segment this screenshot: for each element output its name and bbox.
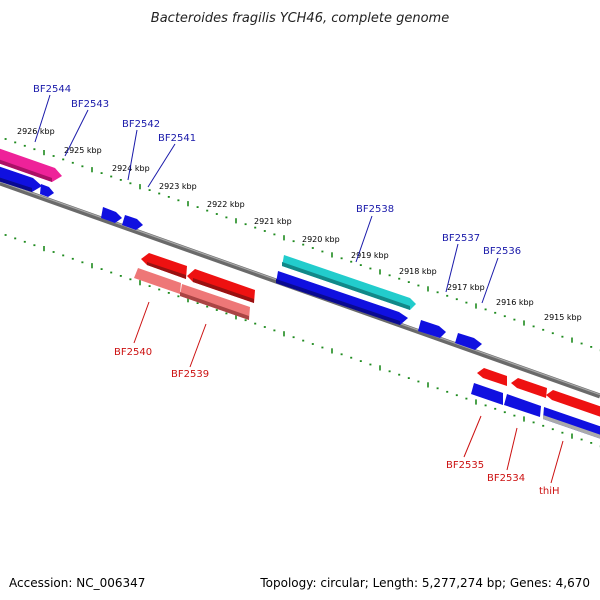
lower-tick-track	[4, 234, 600, 448]
leader-thih	[550, 440, 564, 484]
label-bf2539[interactable]: BF2539	[171, 369, 209, 380]
leader-bf2538	[355, 215, 373, 263]
scale-label-2926: 2926 kbp	[17, 127, 55, 136]
label-bf2544[interactable]: BF2544	[33, 84, 71, 95]
gene-bf2541a[interactable]	[101, 207, 122, 223]
scale-label-2924: 2924 kbp	[112, 164, 150, 173]
leader-bf2540	[133, 301, 150, 344]
label-bf2537[interactable]: BF2537	[442, 233, 480, 244]
gene-bf2534[interactable]	[471, 383, 503, 405]
gene-bf2535b[interactable]	[511, 378, 547, 398]
scale-label-2925: 2925 kbp	[64, 146, 102, 155]
scale-label-2923: 2923 kbp	[159, 182, 197, 191]
label-bf2536[interactable]: BF2536	[483, 246, 521, 257]
gene-bf2543[interactable]	[0, 165, 42, 192]
leader-bf2541	[147, 143, 176, 188]
reverse-genes	[134, 253, 600, 439]
gene-bf2534b[interactable]	[504, 394, 541, 417]
leader-bf2544	[34, 94, 51, 143]
label-bf2542[interactable]: BF2542	[122, 119, 160, 130]
reverse-labels: BF2540 BF2539 BF2535 BF2534 thiH	[114, 301, 564, 497]
gene-bf2541b[interactable]	[122, 215, 143, 230]
map-title: Bacteroides fragilis YCH46, complete gen…	[151, 11, 449, 26]
scale-label-2920: 2920 kbp	[302, 235, 340, 244]
label-bf2534[interactable]: BF2534	[487, 473, 525, 484]
forward-genes	[0, 147, 482, 350]
gene-bf2542[interactable]	[40, 184, 54, 197]
leader-bf2537	[445, 243, 459, 293]
gene-bf2538-shade	[282, 262, 410, 310]
leader-bf2536	[481, 257, 499, 304]
gene-bf2538[interactable]	[282, 255, 416, 310]
scale-label-2916: 2916 kbp	[496, 298, 534, 307]
label-bf2538[interactable]: BF2538	[356, 204, 394, 215]
label-bf2540[interactable]: BF2540	[114, 347, 152, 358]
scale-label-2922: 2922 kbp	[207, 200, 245, 209]
gene-bf2540-shade	[147, 262, 186, 279]
gene-bf2538-cds[interactable]	[276, 271, 408, 325]
gene-bf2538-cds-shade	[276, 279, 400, 325]
gene-bf2535[interactable]	[477, 368, 507, 386]
scale-label-2915: 2915 kbp	[544, 313, 582, 322]
leader-bf2543	[64, 109, 89, 157]
gene-bf2540b-shade	[193, 278, 254, 303]
genome-summary-text: Topology: circular; Length: 5,277,274 bp…	[259, 576, 590, 590]
accession-text: Accession: NC_006347	[9, 576, 145, 590]
scale-label-2918: 2918 kbp	[399, 267, 437, 276]
label-bf2541[interactable]: BF2541	[158, 133, 196, 144]
leader-bf2542	[127, 129, 138, 181]
gene-bf2544[interactable]	[0, 147, 62, 182]
scale-label-2917: 2917 kbp	[447, 283, 485, 292]
label-bf2543[interactable]: BF2543	[71, 99, 109, 110]
leader-bf2539	[189, 323, 207, 368]
gene-bf2536[interactable]	[455, 333, 482, 350]
gene-bf2535c[interactable]	[546, 390, 600, 418]
leader-bf2535	[463, 415, 482, 458]
label-thih[interactable]: thiH	[539, 486, 560, 497]
gene-bf2539b-shade	[180, 292, 249, 320]
gene-thih-shade	[543, 415, 600, 439]
gene-bf2539[interactable]	[134, 268, 181, 294]
forward-labels: BF2544 BF2543 BF2542 BF2541 BF2538 BF253…	[33, 84, 521, 304]
gene-bf2537[interactable]	[418, 320, 446, 338]
gene-bf2544-shade	[0, 159, 52, 182]
upper-tick-track	[4, 138, 600, 352]
scale-label-2919: 2919 kbp	[351, 251, 389, 260]
gene-bf2543-shade	[0, 177, 32, 192]
scale-label-2921: 2921 kbp	[254, 217, 292, 226]
leader-bf2534	[506, 427, 518, 471]
label-bf2535[interactable]: BF2535	[446, 460, 484, 471]
